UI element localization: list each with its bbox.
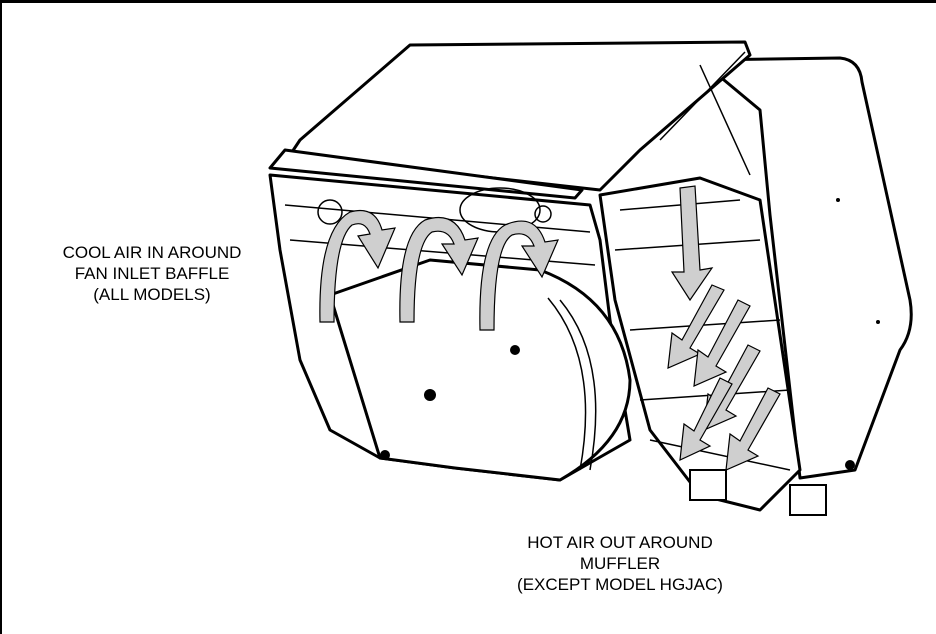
enclosure-right-housing: [698, 56, 913, 480]
hot-air-callout-line-2: MUFFLER: [579, 554, 661, 573]
cool-air-callout-line-3: (ALL MODELS): [93, 285, 211, 304]
cool-air-flow-arrow-icon: [399, 216, 479, 323]
hot-air-flow-arrow-icon: [670, 185, 714, 302]
hot-air-callout-line-3: (EXCEPT MODEL HGJAC): [517, 575, 723, 594]
hot-air-flow-arrow-icon: [679, 377, 733, 461]
cool-air-flow-arrow-icon: [479, 220, 559, 331]
cool-air-callout-line-2: FAN INLET BAFFLE: [74, 264, 230, 283]
hot-air-callout-line-1: HOT AIR OUT AROUND: [527, 533, 713, 552]
hot-air-flow-arrow-icon: [693, 299, 751, 387]
hot-air-flow-arrow-icon: [725, 387, 781, 471]
cool-air-callout: COOL AIR IN AROUND FAN INLET BAFFLE (ALL…: [2, 242, 302, 305]
cool-air-callout-line-1: COOL AIR IN AROUND: [62, 243, 242, 262]
hot-air-callout: HOT AIR OUT AROUND MUFFLER (EXCEPT MODEL…: [450, 532, 790, 595]
enclosure-roof-panel: [288, 40, 752, 192]
hot-air-flow-arrow-icon: [667, 284, 725, 369]
cool-air-flow-arrow-icon: [319, 209, 396, 323]
enclosure-lid-edge: [268, 148, 584, 200]
